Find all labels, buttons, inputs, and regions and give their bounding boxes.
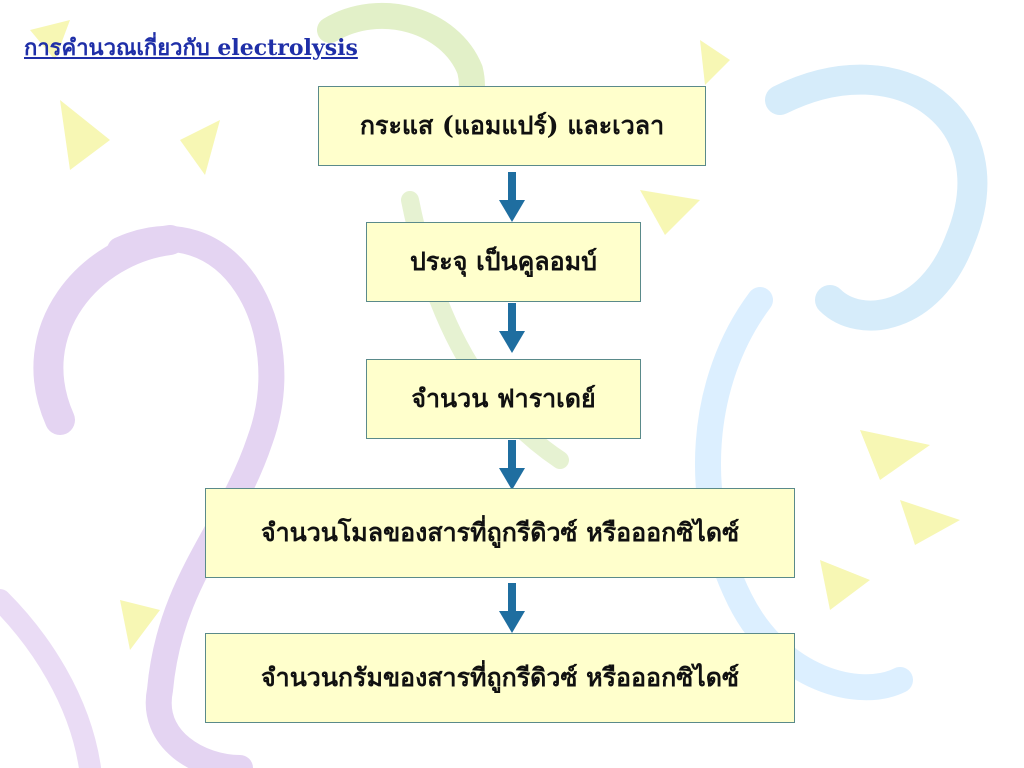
flow-step-charge-coulomb: ประจุ เป็นคูลอมบ์ — [366, 222, 641, 302]
slide-title: การคำนวณเกี่ยวกับ electrolysis — [24, 35, 358, 61]
down-arrow-icon — [499, 440, 525, 490]
down-arrow-icon — [499, 583, 525, 633]
flow-step-moles: จำนวนโมลของสารที่ถูกรีดิวซ์ หรือออกซิไดซ… — [205, 488, 795, 578]
down-arrow-icon — [499, 303, 525, 353]
flow-step-grams: จำนวนกรัมของสารที่ถูกรีดิวซ์ หรือออกซิได… — [205, 633, 795, 723]
down-arrow-icon — [499, 172, 525, 222]
flow-step-current-and-time: กระแส (แอมแปร์) และเวลา — [318, 86, 706, 166]
flow-step-faraday: จำนวน ฟาราเดย์ — [366, 359, 641, 439]
